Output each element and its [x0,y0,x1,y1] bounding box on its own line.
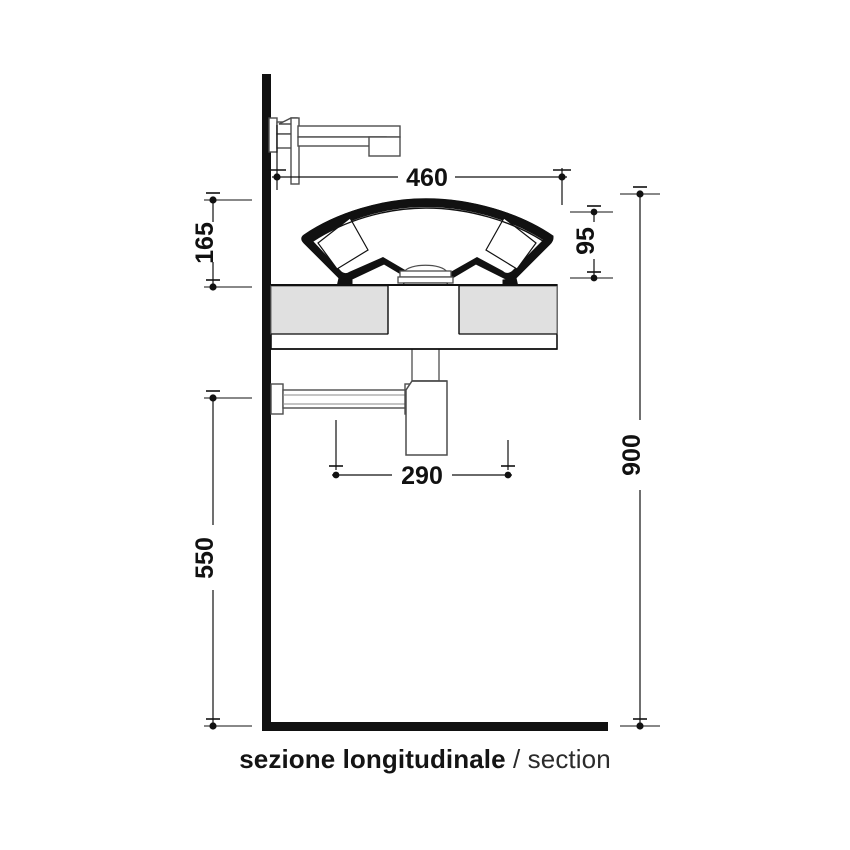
dim-95 [570,205,613,282]
washbasin-section [301,198,554,288]
dim-290 [329,420,515,479]
dimension-lines [204,125,660,730]
drawing-caption: sezione longitudinale / section [0,744,850,775]
dim-900 [620,186,660,730]
caption-italian: sezione longitudinale [239,744,506,774]
dim-label-900: 900 [618,434,646,476]
dim-label-165: 165 [191,222,219,264]
dim-label-95: 95 [572,227,600,255]
faucet [268,117,401,185]
bottle-trap [270,380,448,456]
dim-550 [204,390,252,730]
dim-label-460: 460 [406,164,448,192]
dim-label-290: 290 [401,462,443,490]
dim-165 [204,192,252,291]
caption-english: section [527,744,611,774]
dim-460 [268,125,571,205]
wall-and-floor [262,74,608,731]
dim-label-550: 550 [191,537,219,579]
caption-separator: / [513,744,521,774]
counter-top [270,284,558,350]
